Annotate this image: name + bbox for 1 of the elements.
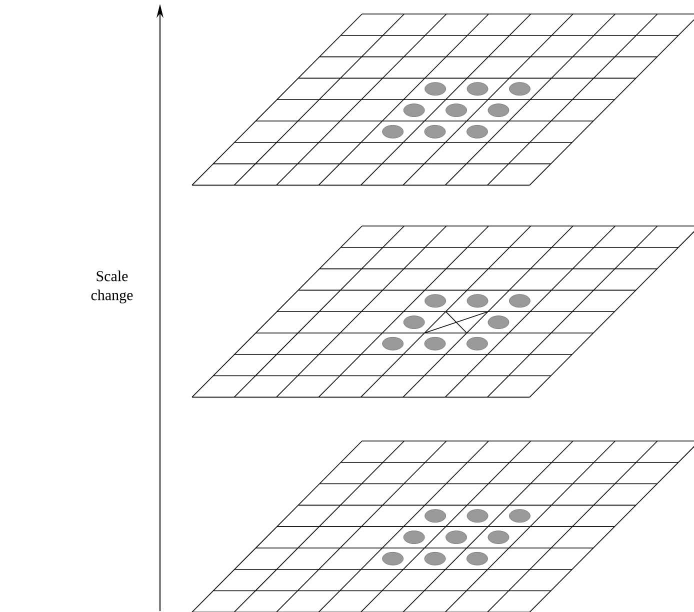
- axis-label: Scale change: [91, 270, 133, 304]
